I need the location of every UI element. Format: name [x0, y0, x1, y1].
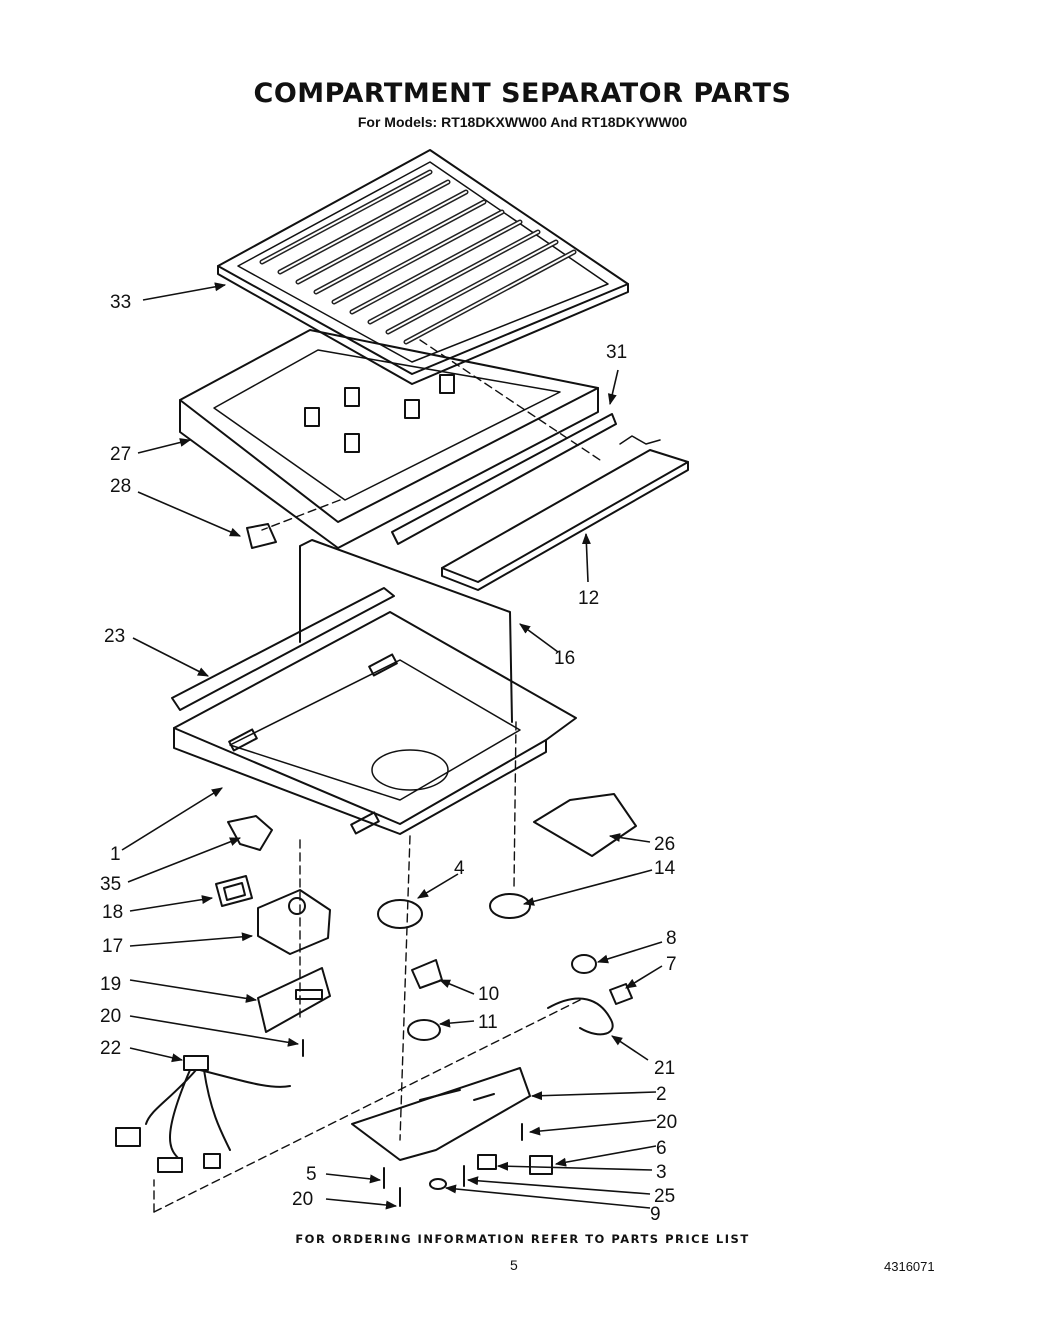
callout-5: 5: [306, 1164, 317, 1185]
callout-21: 21: [654, 1058, 675, 1079]
callout-7: 7: [666, 954, 677, 975]
callout-19: 19: [100, 974, 121, 995]
part-35-damper: [227, 815, 273, 851]
callout-20c: 20: [292, 1189, 313, 1210]
part-27-separator-frame: [179, 329, 599, 549]
part-2-bottom-tray: [351, 1067, 531, 1161]
page-number: 5: [510, 1257, 518, 1273]
part-22-wiring-harness: [115, 1055, 291, 1173]
callout-25: 25: [654, 1186, 675, 1207]
part-6-switch: [529, 1155, 553, 1175]
part-31-strip: [391, 413, 617, 545]
callout-3: 3: [656, 1162, 667, 1183]
part-9-plug: [429, 1178, 447, 1190]
callout-8: 8: [666, 928, 677, 949]
part-19-control-bracket: [257, 967, 331, 1033]
part-18-gasket: [215, 875, 253, 907]
callout-35: 35: [100, 874, 121, 895]
callout-23: 23: [104, 626, 125, 647]
assembly-lines: [153, 339, 601, 1213]
part-1-separator-base: [173, 611, 577, 835]
leader-arrows: [121, 282, 663, 1210]
callout-28: 28: [110, 476, 131, 497]
model-subtitle: For Models: RT18DKXWW00 And RT18DKYWW00: [357, 114, 688, 130]
part-28-pad: [246, 523, 277, 549]
callout-12: 12: [578, 588, 599, 609]
callout-14: 14: [654, 858, 676, 879]
callout-33: 33: [110, 292, 131, 313]
part-21-lead-wire: [547, 997, 614, 1036]
callout-20b: 20: [656, 1112, 677, 1133]
part-23-front-strip: [171, 587, 395, 711]
document-number: 4316071: [884, 1259, 935, 1274]
callout-4: 4: [454, 858, 465, 879]
page-title: COMPARTMENT SEPARATOR PARTS: [253, 78, 792, 109]
ordering-note: FOR ORDERING INFORMATION REFER TO PARTS …: [295, 1232, 750, 1246]
part-20-screw: [302, 1039, 523, 1207]
callout-22: 22: [100, 1038, 121, 1059]
callout-26: 26: [654, 834, 675, 855]
part-14-foot: [489, 893, 531, 919]
callout-6: 6: [656, 1138, 667, 1159]
callout-2: 2: [656, 1084, 667, 1105]
part-26-foam: [533, 793, 637, 857]
callout-11: 11: [478, 1012, 498, 1033]
callout-10: 10: [478, 984, 499, 1005]
part-3-clip: [477, 1154, 497, 1170]
callout-20a: 20: [100, 1006, 121, 1027]
part-17-housing: [257, 889, 331, 955]
callout-1: 1: [110, 844, 121, 865]
part-11-knob: [407, 1019, 441, 1041]
part-4-grommet: [377, 899, 423, 929]
part-8-bulb: [571, 954, 597, 974]
callout-27: 27: [110, 444, 131, 465]
callout-17: 17: [102, 936, 123, 957]
part-33-grille-cover: [217, 149, 629, 385]
callout-9: 9: [650, 1204, 661, 1225]
part-12-rail: [441, 435, 689, 591]
part-10-thermostat: [411, 959, 443, 989]
part-7-socket: [609, 983, 633, 1005]
callout-16: 16: [554, 648, 575, 669]
callout-18: 18: [102, 902, 123, 923]
callout-31: 31: [606, 342, 627, 363]
part-16-wire: [299, 539, 513, 723]
